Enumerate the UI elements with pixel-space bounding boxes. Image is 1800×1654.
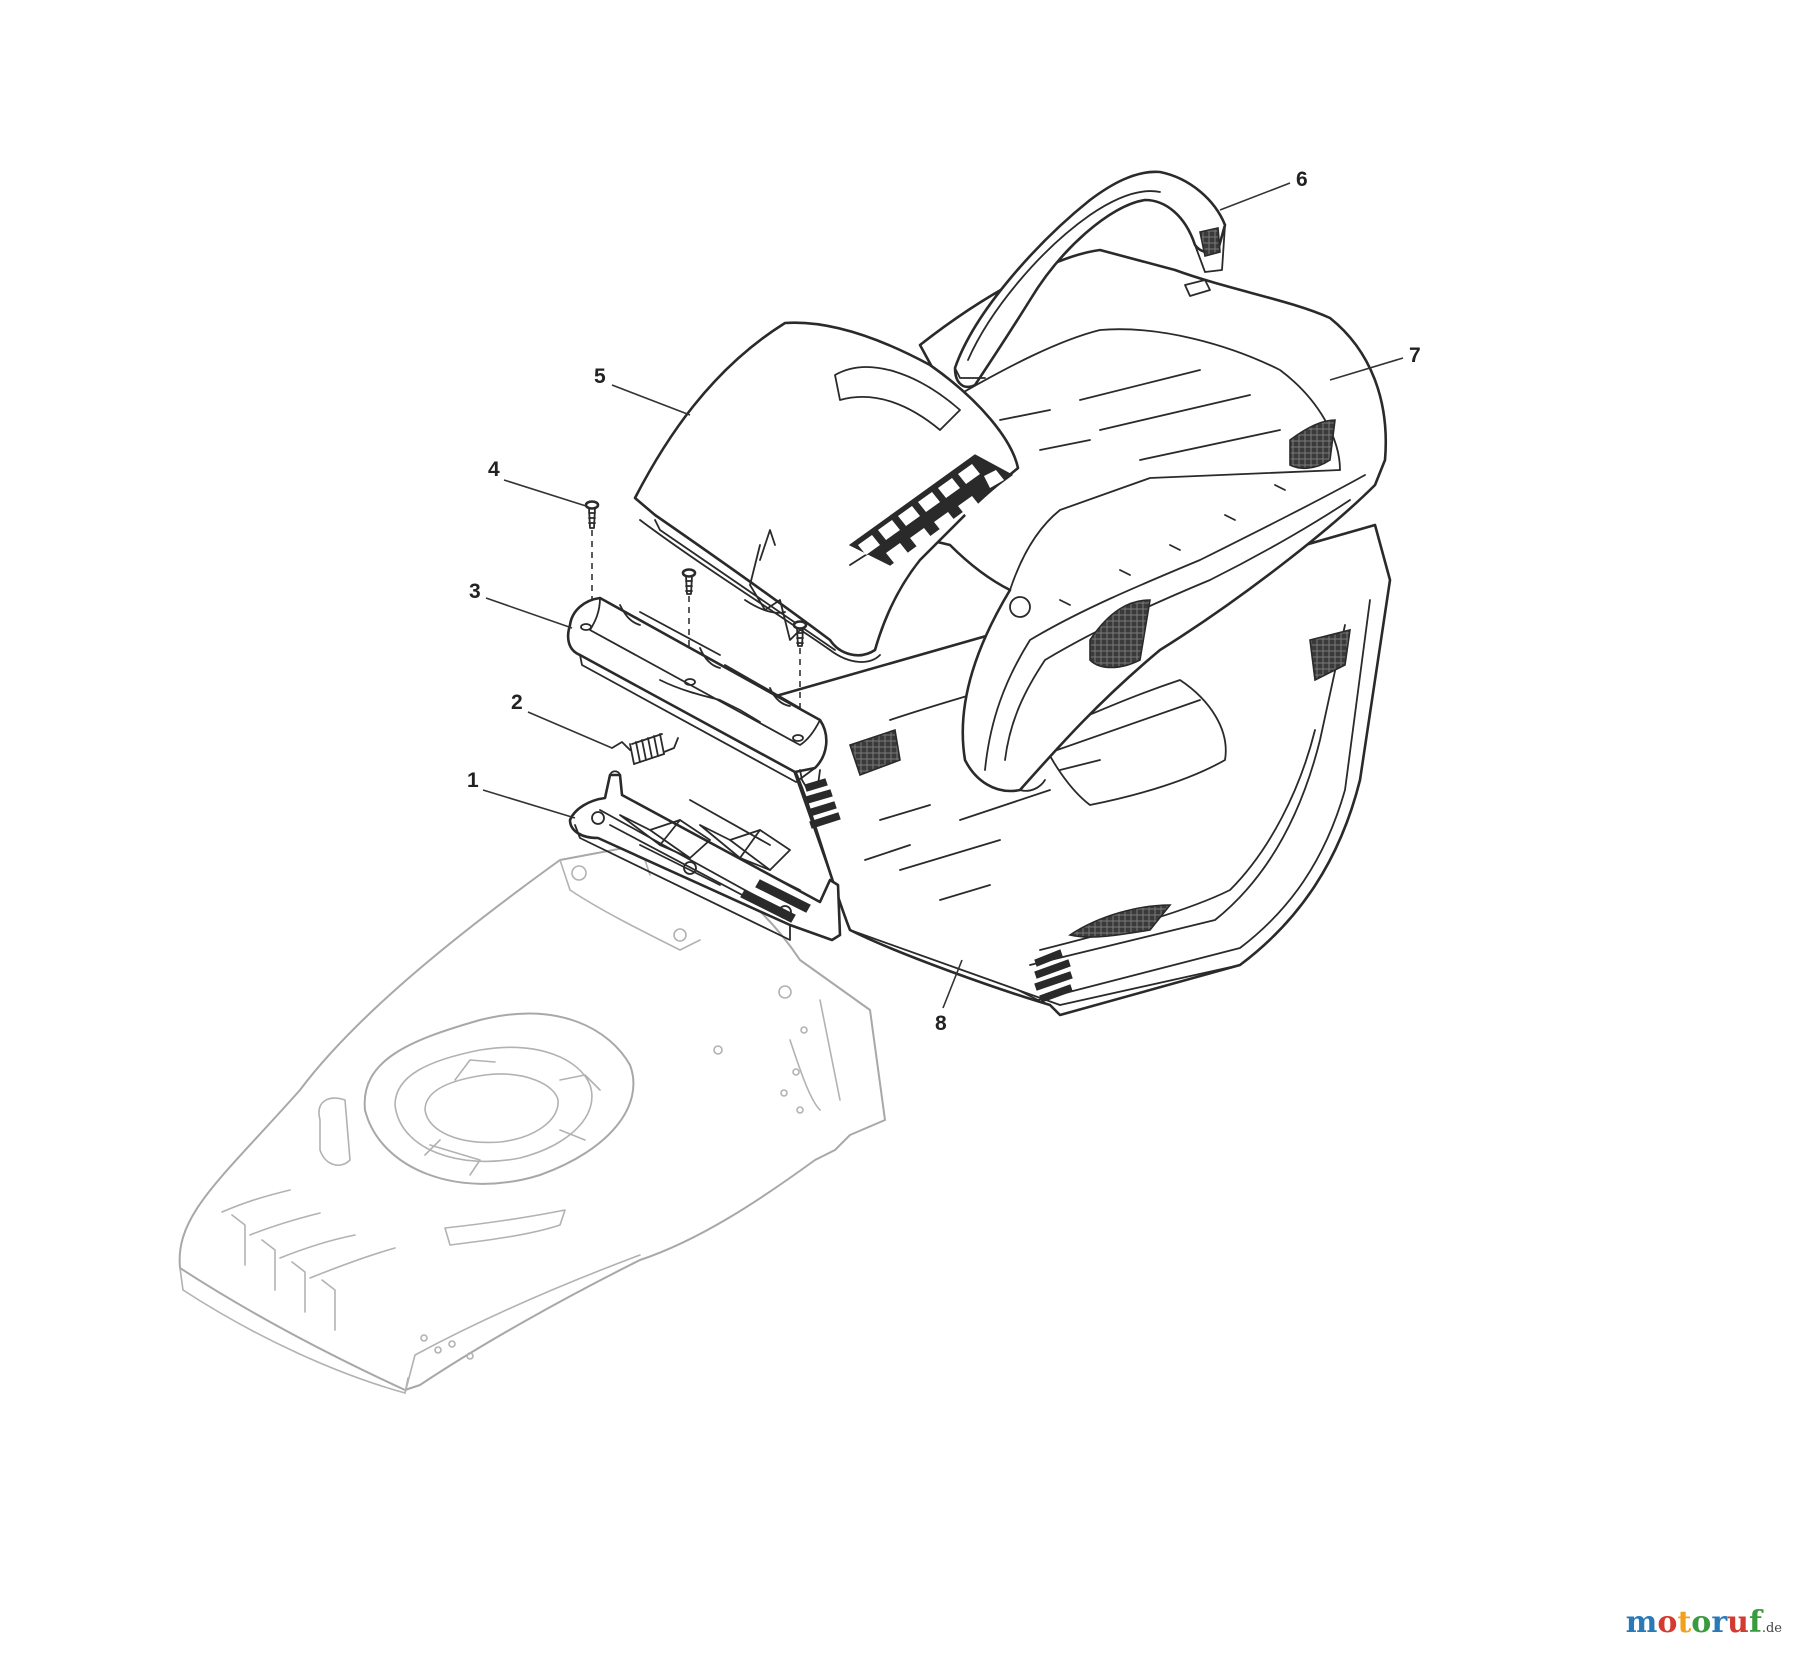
base-bracket — [568, 770, 842, 942]
leader-4 — [503, 479, 587, 507]
callout-6: 6 — [1296, 168, 1308, 191]
leader-6 — [1219, 182, 1291, 211]
callout-7: 7 — [1409, 344, 1421, 367]
callouts: 1 2 3 4 5 6 7 8 — [467, 168, 1421, 1035]
catcher-top — [878, 248, 1388, 793]
motoruf-logo: motoruf.de — [1626, 1605, 1782, 1640]
logo-letter-u: u — [1727, 1605, 1749, 1640]
warning-label — [848, 454, 1014, 566]
logo-tld: .de — [1761, 1621, 1782, 1636]
callout-3: 3 — [469, 580, 481, 603]
catcher-handle — [953, 170, 1227, 389]
mower-deck-ghost — [178, 844, 886, 1394]
leader-5 — [611, 384, 691, 416]
leader-lines — [482, 182, 1404, 1009]
leader-1 — [482, 789, 576, 819]
callout-4: 4 — [488, 458, 500, 481]
logo-letter-m: m — [1625, 1605, 1658, 1640]
screw-b — [681, 568, 697, 595]
logo-letter-o2: o — [1691, 1605, 1712, 1640]
callout-5: 5 — [594, 365, 606, 388]
leader-8 — [942, 959, 963, 1009]
logo-letter-o1: o — [1657, 1605, 1678, 1640]
catcher-bottom — [774, 523, 1392, 1017]
catcher-bottom-vents — [804, 778, 1073, 1003]
flap — [566, 596, 828, 791]
leader-2 — [527, 711, 613, 749]
callout-8: 8 — [935, 1012, 947, 1035]
screw-a — [584, 500, 600, 529]
screw-c — [792, 620, 808, 647]
logo-letter-f: f — [1748, 1605, 1762, 1640]
leader-7 — [1329, 357, 1404, 381]
leader-3 — [485, 597, 573, 629]
flap-cover — [633, 321, 1020, 663]
logo-letter-r: r — [1711, 1605, 1728, 1640]
logo-letter-t: t — [1677, 1605, 1692, 1640]
spring — [611, 733, 679, 765]
callout-2: 2 — [511, 691, 523, 714]
callout-1: 1 — [467, 769, 479, 792]
